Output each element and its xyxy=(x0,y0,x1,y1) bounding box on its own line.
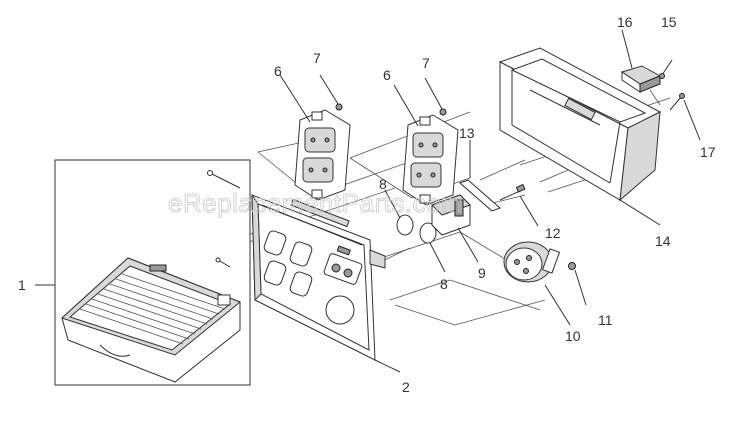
callout-6: 6 xyxy=(274,63,282,79)
callout-labels: 1 2 6 7 6 7 8 8 9 12 13 10 11 14 16 15 1… xyxy=(18,14,716,395)
part-9-switch xyxy=(431,194,479,263)
part-7-screw-right xyxy=(424,77,447,116)
part-16-terminal-block xyxy=(620,29,662,93)
part-17-screw xyxy=(669,93,701,141)
watermark: eReplacementParts.com xyxy=(168,188,463,218)
part-8-breaker xyxy=(384,189,446,273)
callout-8: 8 xyxy=(379,176,387,192)
callout-9: 9 xyxy=(478,265,486,281)
callout-8b: 8 xyxy=(440,276,448,292)
part-10-twist-lock-receptacle xyxy=(503,241,571,326)
callout-7b: 7 xyxy=(422,55,430,71)
callout-15: 15 xyxy=(661,14,677,30)
callout-13: 13 xyxy=(459,125,475,141)
part-14-enclosure-box xyxy=(498,47,662,226)
callout-6b: 6 xyxy=(383,67,391,83)
part-7-screw-left xyxy=(319,74,343,111)
callout-10: 10 xyxy=(565,328,581,344)
cover-ribs xyxy=(79,273,226,345)
callout-11: 11 xyxy=(598,312,613,328)
callout-12: 12 xyxy=(545,225,561,241)
part-12-screw xyxy=(499,183,539,227)
callout-1: 1 xyxy=(18,277,26,293)
callout-2: 2 xyxy=(402,379,410,395)
part-13-bracket xyxy=(459,140,501,212)
callout-16: 16 xyxy=(617,14,633,30)
callout-14: 14 xyxy=(655,233,671,249)
part-2-front-panel xyxy=(251,193,401,373)
callout-7: 7 xyxy=(313,50,321,66)
callout-17: 17 xyxy=(700,144,716,160)
part-6-receptacle-right xyxy=(393,84,459,206)
part-11-nut xyxy=(568,262,587,306)
part-6-receptacle-left xyxy=(279,74,351,201)
part-1-panel-cover xyxy=(35,159,251,386)
panel-outlet-cutouts xyxy=(263,230,363,325)
part-15-screw xyxy=(659,59,673,79)
